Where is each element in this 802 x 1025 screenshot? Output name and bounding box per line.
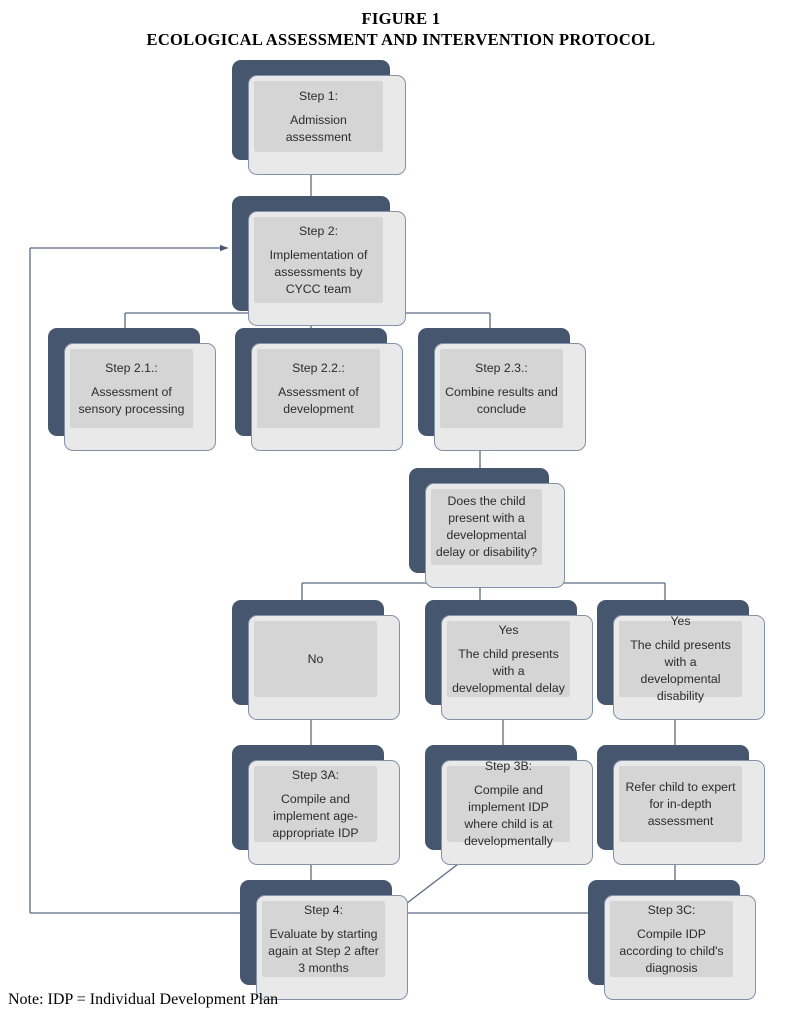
node-front-card: Step 2.2.: Assessment of development [251,343,403,451]
node-step-3c[interactable]: Step 3C: Compile IDP according to child's… [588,880,756,1000]
node-heading: Step 2.1.: [105,360,158,375]
node-label: Step 3B: Compile and implement IDP where … [447,761,570,848]
node-heading: Step 2.2.: [292,360,345,375]
node-label: Does the child present with a developmen… [431,489,542,565]
node-label: No [254,621,377,697]
node-step-2-3[interactable]: Step 2.3.: Combine results and conclude [418,328,586,451]
node-body: Compile IDP according to child's diagnos… [619,926,724,975]
node-inner-plate [440,349,563,428]
figure-title-line-1: FIGURE 1 [361,9,441,28]
node-heading: Step 2.3.: [475,360,528,375]
node-front-card: Step 2.3.: Combine results and conclude [434,343,586,451]
node-step-2-1[interactable]: Step 2.1.: Assessment of sensory processi… [48,328,216,451]
node-label: Step 4: Evaluate by starting again at Ste… [262,901,385,977]
node-heading: Yes [498,622,519,637]
node-body: Refer child to expert for in-depth asses… [625,779,736,828]
node-inner-plate [257,349,380,428]
node-step-2-2[interactable]: Step 2.2.: Assessment of development [235,328,403,451]
node-front-card: Step 2.1.: Assessment of sensory processi… [64,343,216,451]
node-front-card: Step 3C: Compile IDP according to child's… [604,895,756,1000]
node-label: Step 2.2.: Assessment of development [257,349,380,428]
node-body: Assessment of development [278,384,359,416]
node-label: Step 2.1.: Assessment of sensory processi… [70,349,193,428]
node-body: Implementation of assessments by CYCC te… [269,247,368,296]
node-inner-plate [254,766,377,842]
node-inner-plate [254,621,377,697]
node-heading: Step 1: [299,88,338,103]
node-front-card: No [248,615,400,720]
node-inner-plate [262,901,385,977]
node-step-2[interactable]: Step 2: Implementation of assessments by … [232,196,406,326]
node-inner-plate [254,81,383,152]
node-front-card: Does the child present with a developmen… [425,483,565,588]
node-body: Admission assessment [285,112,352,144]
node-step-1[interactable]: Step 1: Admission assessment [232,60,406,175]
node-inner-plate [610,901,733,977]
node-body: Compile and implement age-appropriate ID… [272,791,359,840]
node-front-card: Step 3B: Compile and implement IDP where … [441,760,593,865]
node-label: Step 2.3.: Combine results and conclude [440,349,563,428]
node-body: The child presents with a developmental … [452,646,565,695]
node-front-card: Refer child to expert for in-depth asses… [613,760,765,865]
node-branch-no[interactable]: No [232,600,400,720]
node-inner-plate [447,766,570,842]
node-front-card: Step 1: Admission assessment [248,75,406,175]
node-heading: Step 3B: [484,760,533,773]
node-decision-developmental[interactable]: Does the child present with a developmen… [409,468,565,588]
node-body: Assessment of sensory processing [78,384,185,416]
node-label: Step 3A: Compile and implement age-approp… [254,766,377,842]
node-front-card: Step 3A: Compile and implement age-approp… [248,760,400,865]
node-body: Compile and implement IDP where child is… [464,783,553,848]
node-step-4[interactable]: Step 4: Evaluate by starting again at Ste… [240,880,408,1000]
node-heading: Step 3C: [647,902,696,917]
node-front-card: Step 2: Implementation of assessments by … [248,211,406,326]
node-inner-plate [254,217,383,303]
node-front-card: Step 4: Evaluate by starting again at Ste… [256,895,408,1000]
node-heading: Step 3A: [291,767,340,782]
node-heading: Step 2: [299,223,338,238]
node-body: Evaluate by starting again at Step 2 aft… [268,926,379,975]
node-heading: Step 4: [304,902,343,917]
node-label: Refer child to expert for in-depth asses… [619,766,742,842]
node-step-3a[interactable]: Step 3A: Compile and implement age-approp… [232,745,400,865]
node-body: The child presents with a developmental … [630,638,731,703]
node-inner-plate [619,766,742,842]
node-refer-expert[interactable]: Refer child to expert for in-depth asses… [597,745,765,865]
node-body: Combine results and conclude [445,384,558,416]
node-body: Does the child present with a developmen… [435,494,538,559]
figure-title-line-2: ECOLOGICAL ASSESSMENT AND INTERVENTION P… [146,30,656,49]
node-inner-plate [431,489,542,565]
node-label: Step 2: Implementation of assessments by … [254,217,383,303]
node-inner-plate [447,621,570,697]
node-inner-plate [70,349,193,428]
node-step-3b[interactable]: Step 3B: Compile and implement IDP where … [425,745,593,865]
node-label: Step 3C: Compile IDP according to child's… [610,901,733,977]
node-inner-plate [619,621,742,697]
figure-note: Note: IDP = Individual Development Plan [8,991,279,1008]
node-label: Step 1: Admission assessment [254,81,383,152]
node-heading: Yes [670,615,691,628]
node-body: No [307,651,324,666]
